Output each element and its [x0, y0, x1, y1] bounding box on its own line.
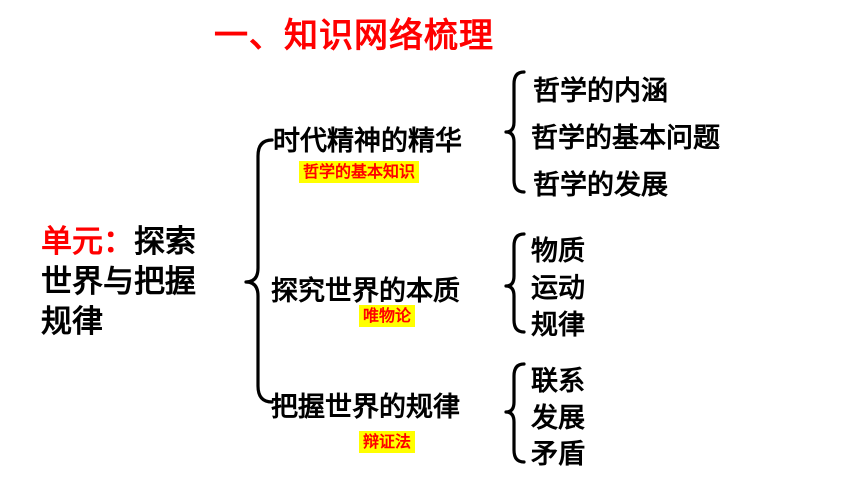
leaf-2-3: 规律: [531, 310, 585, 341]
branch-1-tag: 哲学的基本知识: [299, 161, 420, 183]
branch-3-tag: 辩证法: [359, 431, 416, 453]
leaf-1-2: 哲学的基本问题: [531, 123, 720, 154]
leaf-2-2: 运动: [531, 273, 585, 304]
leaf-1-1: 哲学的内涵: [533, 76, 668, 107]
leaf-3-1: 联系: [531, 366, 585, 397]
root-bracket: [244, 138, 274, 404]
branch-2-tag: 唯物论: [359, 305, 416, 327]
root-line-2: 世界与把握: [41, 264, 196, 300]
branch-3-bracket: [504, 362, 526, 464]
leaf-2-1: 物质: [531, 236, 585, 267]
leaf-1-3: 哲学的发展: [533, 170, 668, 201]
page-title: 一、知识网络梳理: [214, 16, 494, 56]
root-prefix: 单元：: [41, 224, 134, 260]
leaf-3-2: 发展: [531, 403, 585, 434]
root-line1-rest: 探索: [134, 224, 196, 260]
branch-1-label: 时代精神的精华: [273, 126, 462, 157]
branch-3-label: 把握世界的规律: [271, 392, 460, 423]
root-node: 单元：探索 世界与把握 规律: [41, 222, 196, 342]
root-line-1: 单元：探索: [41, 222, 196, 262]
branch-2-label: 探究世界的本质: [271, 276, 460, 307]
branch-2-bracket: [504, 232, 526, 334]
root-line-3: 规律: [41, 304, 103, 340]
leaf-3-3: 矛盾: [531, 439, 585, 470]
branch-1-bracket: [504, 70, 526, 194]
